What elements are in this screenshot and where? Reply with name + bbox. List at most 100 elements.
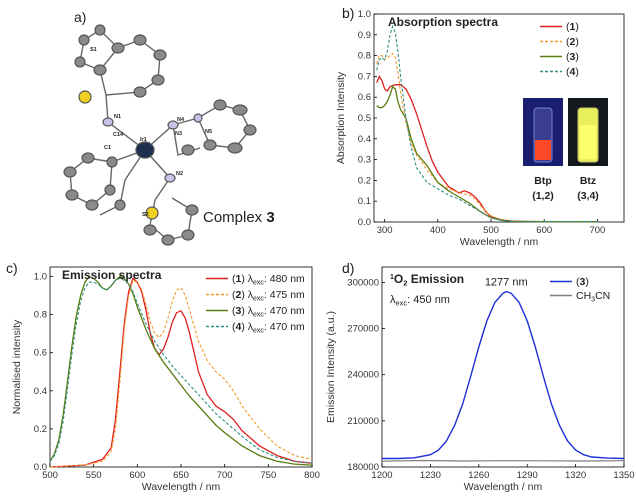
c-atom xyxy=(181,144,195,156)
c-atom xyxy=(106,156,118,168)
x-tick-label: 500 xyxy=(483,225,499,236)
series-line-4 xyxy=(49,277,313,464)
y-tick-label: 0.8 xyxy=(358,51,371,62)
excitation-annotation: λexc: 450 nm xyxy=(390,294,450,308)
molecule-structure: a) xyxy=(63,9,275,246)
molecule-drawing xyxy=(63,24,257,246)
y-tick-label: 0.2 xyxy=(34,424,47,435)
panel-d-label: d) xyxy=(342,260,354,276)
x-tick-label: 800 xyxy=(304,470,320,481)
x-tick-label: 700 xyxy=(589,225,605,236)
series-line-2 xyxy=(49,279,313,468)
y-axis-label: Emission Intensity (a.u.) xyxy=(325,311,337,423)
atom-label: C14 xyxy=(113,132,124,138)
legend-entry-4: (4) xyxy=(566,66,579,78)
series-line-3 xyxy=(376,85,598,223)
c-atom xyxy=(203,139,217,151)
series-line-2 xyxy=(376,52,598,223)
btz-label: Btz xyxy=(580,175,596,187)
series-line-3 xyxy=(49,275,313,466)
complex-caption: Complex 3 xyxy=(203,209,275,226)
c-atom xyxy=(85,199,99,211)
c-atom xyxy=(78,34,90,46)
x-axis-label: Wavelength / nm xyxy=(142,481,221,493)
s-atom xyxy=(145,206,159,220)
y-tick-label: 0.7 xyxy=(358,71,371,82)
y-tick-label: 0.5 xyxy=(358,113,371,124)
y-tick-label: 210000 xyxy=(347,416,379,427)
panel-c-label: c) xyxy=(6,260,18,276)
x-tick-label: 400 xyxy=(430,225,446,236)
btz-sub-label: (3,4) xyxy=(577,190,599,202)
n-atom xyxy=(193,113,203,123)
c-atom xyxy=(104,184,116,196)
plot-frame xyxy=(381,266,625,468)
y-tick-label: 0.6 xyxy=(358,92,371,103)
y-tick-label: 0.6 xyxy=(34,348,47,359)
y-tick-label: 0.2 xyxy=(358,175,371,186)
chart-title: Absorption spectra xyxy=(388,15,498,29)
y-tick-label: 1.0 xyxy=(34,272,47,283)
vial-photos xyxy=(523,98,608,166)
c-atom xyxy=(81,152,95,164)
x-tick-label: 1320 xyxy=(565,470,586,481)
btp-sub-label: (1,2) xyxy=(532,190,554,202)
atom-label: N1 xyxy=(114,114,121,120)
y-axis-label: Absorption Intensity xyxy=(335,71,347,164)
c-atom xyxy=(185,204,199,216)
atom-label: N2 xyxy=(176,171,183,177)
x-tick-label: 1200 xyxy=(371,470,392,481)
x-tick-label: 650 xyxy=(173,470,189,481)
y-tick-label: 0.9 xyxy=(358,30,371,41)
s-atom xyxy=(78,90,92,104)
c-atom xyxy=(243,124,257,136)
legend-entry-2: CH3CN xyxy=(576,290,610,304)
y-tick-label: 0.1 xyxy=(358,196,371,207)
x-tick-label: 700 xyxy=(217,470,233,481)
n-atom xyxy=(167,120,179,130)
c-atom xyxy=(133,86,147,98)
panel-a: a) xyxy=(0,0,318,255)
c-atom xyxy=(93,64,107,76)
x-tick-label: 500 xyxy=(42,470,58,481)
x-tick-label: 600 xyxy=(129,470,145,481)
series-line-4 xyxy=(376,24,598,223)
series-line-1 xyxy=(49,277,313,468)
legend-entry-2: (2) xyxy=(566,36,579,48)
x-tick-label: 550 xyxy=(86,470,102,481)
c-atom xyxy=(151,74,165,86)
atom-label: S1 xyxy=(90,47,97,53)
y-tick-label: 1.0 xyxy=(358,9,371,20)
x-tick-label: 750 xyxy=(260,470,276,481)
chart-title: 1O2 Emission xyxy=(390,272,464,288)
c-atom xyxy=(114,199,126,211)
legend-entry-4: (4) λexc: 470 nm xyxy=(232,321,305,335)
c-atom xyxy=(153,49,167,61)
btp-label: Btp xyxy=(534,175,552,187)
series-line-1 xyxy=(376,75,598,223)
x-tick-label: 1290 xyxy=(517,470,538,481)
y-tick-label: 270000 xyxy=(347,324,379,335)
btp-emission-glow xyxy=(535,140,551,160)
x-tick-label: 1350 xyxy=(613,470,634,481)
ir-atom xyxy=(135,141,155,159)
panel-b-label: b) xyxy=(342,5,354,21)
n-atom xyxy=(164,173,176,183)
c-atom xyxy=(213,99,227,111)
atom-label: N5 xyxy=(205,129,212,135)
x-tick-label: 1230 xyxy=(420,470,441,481)
legend-entry-1: (1) xyxy=(566,21,579,33)
c-atom xyxy=(143,224,157,236)
legend-entry-1: (1) λexc: 480 nm xyxy=(232,273,305,287)
legend-entry-3: (3) xyxy=(566,51,579,63)
y-tick-label: 300000 xyxy=(347,277,379,288)
atom-label: N4 xyxy=(177,117,185,123)
atom-label: S2 xyxy=(142,212,149,218)
c-atom xyxy=(111,42,125,54)
